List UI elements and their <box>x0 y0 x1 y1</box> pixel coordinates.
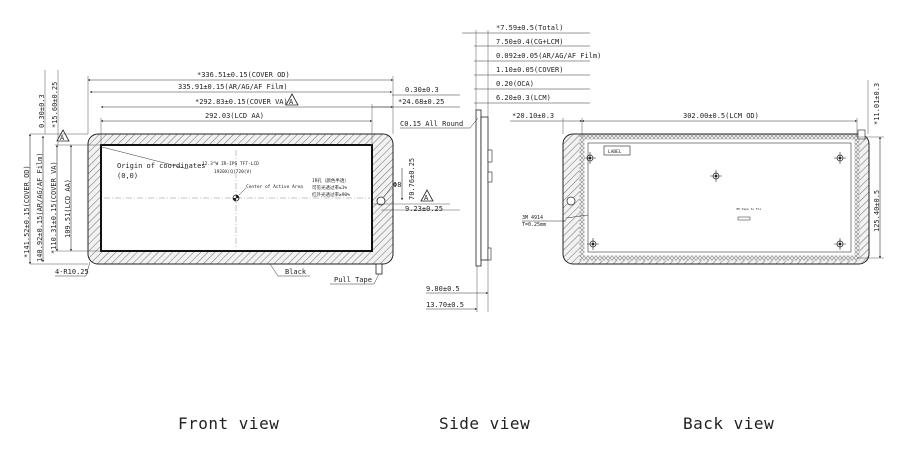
product-spec-line2: 1920X(Q)720(V) <box>214 169 252 175</box>
dim-hole-diameter: Φ8 <box>393 181 401 189</box>
tape-spec-2: T=0.25mm <box>522 222 546 228</box>
warning-triangle-icon: A <box>285 93 299 106</box>
dim-lcd-aa-height: 109.51(LCD AA) <box>64 179 72 238</box>
pull-tape-tab <box>375 263 383 275</box>
label-box <box>603 145 631 156</box>
tape-spec-1: 3M 4914 <box>522 215 543 221</box>
crosshair-icon <box>710 170 722 182</box>
all-round-chamfer: C0.15 All Round <box>400 120 463 128</box>
dim-total-thickness: *7.59±0.5(Total) <box>496 24 563 32</box>
pull-tape-label: Pull Tape <box>334 276 372 284</box>
black-label: Black <box>285 268 307 276</box>
warning-triangle-icon: A <box>56 129 70 142</box>
side-view: *7.59±0.5(Total) 7.50±0.4(CG+LCM) 0.092±… <box>400 24 601 312</box>
center-label: Center of Active Area <box>246 184 303 190</box>
dim-cg-lcm: 7.50±0.4(CG+LCM) <box>496 38 563 46</box>
dim-lcd-aa-width: 292.03(LCD AA) <box>205 112 264 120</box>
dim-cover-va-height: *110.31±0.15(COVER VA) <box>50 161 58 254</box>
ir-hole <box>376 196 386 206</box>
caption-back-view: Back view <box>683 414 775 433</box>
dim-film-width: 335.91±0.15(AR/AG/AF Film) <box>178 83 288 91</box>
dim-bottom-2: 13.70±0.5 <box>426 301 464 309</box>
dim-hole-y: 70.76±0.25 <box>408 158 416 200</box>
dim-back-left-gap: *20.10±0.3 <box>512 112 554 120</box>
crosshair-icon <box>587 238 599 250</box>
origin-xy-label: (0,0) <box>117 172 138 180</box>
side-cover-glass <box>475 109 482 267</box>
crosshair-icon <box>584 152 596 164</box>
dim-corner-radius: 4-R10.25 <box>55 268 89 276</box>
front-view: A A A *336.51±0.15(COVER OD) 335.91±0.15… <box>23 70 460 285</box>
a-mark-label: A <box>424 194 429 202</box>
dim-oca-thickness: 0.20(OCA) <box>496 80 534 88</box>
ir-hole-note-1: IR孔（颜色半透） <box>312 177 349 184</box>
dim-bottom-1: 9.80±0.5 <box>426 285 460 293</box>
warning-triangle-icon: A <box>420 189 434 202</box>
caption-front-view: Front view <box>178 414 280 433</box>
caption-side-view: Side view <box>439 414 531 433</box>
back-ir-hole <box>566 196 576 206</box>
back-tab <box>857 129 866 140</box>
tape-fix-note: 3M Tape to Fix <box>736 207 761 211</box>
dim-lcm-height: 125.40±0.5 <box>873 190 881 232</box>
label-text: LABEL <box>608 149 622 155</box>
ir-hole-note-3: 红外光透过率≥90% <box>312 191 350 198</box>
dim-cover-va-width: *292.83±0.15(COVER VA) <box>195 98 288 106</box>
crosshair-icon <box>834 152 846 164</box>
dim-cover-thickness: 1.10±0.05(COVER) <box>496 66 563 74</box>
origin-label: Origin of coordinates <box>117 162 206 170</box>
dim-back-right-gap: *11.01±0.3 <box>873 83 881 125</box>
dim-left-gap-top: 0.30±0.3 <box>38 94 46 128</box>
crosshair-icon <box>834 238 846 250</box>
product-spec-line1: 12.3"W IR-IPS TFT-LCD <box>202 161 259 167</box>
dim-right-gap-top: 0.30±0.3 <box>405 86 439 94</box>
left-vertical-dims <box>28 70 101 265</box>
side-lcm <box>480 116 489 261</box>
dim-film-height: 140.92±0.15(AR/AG/AF Film) <box>36 152 44 262</box>
dim-film-thickness: 0.092±0.05(AR/AG/AF Film) <box>496 52 601 60</box>
a-mark-label: A <box>60 134 65 142</box>
dim-right-gap-va: *24.68±0.25 <box>398 98 444 106</box>
dim-lcm-width: 302.00±0.5(LCM OD) <box>683 112 759 120</box>
dim-hole-x: 9.23±0.25 <box>405 205 443 213</box>
dim-cover-od-width: *336.51±0.15(COVER OD) <box>197 71 290 79</box>
ir-hole-note-2: 可见光透过率≤1% <box>312 184 347 191</box>
dim-cover-od-height: *141.52±0.15(COVER OD) <box>23 165 31 258</box>
a-mark-label: A <box>289 98 294 106</box>
dim-lcm-thickness: 6.20±0.3(LCM) <box>496 94 551 102</box>
dim-left-gap-va: *15.60±0.25 <box>51 82 59 128</box>
back-view: LABEL 3M Tape to Fix 3M 4914 T=0.25mm *2… <box>510 80 884 265</box>
